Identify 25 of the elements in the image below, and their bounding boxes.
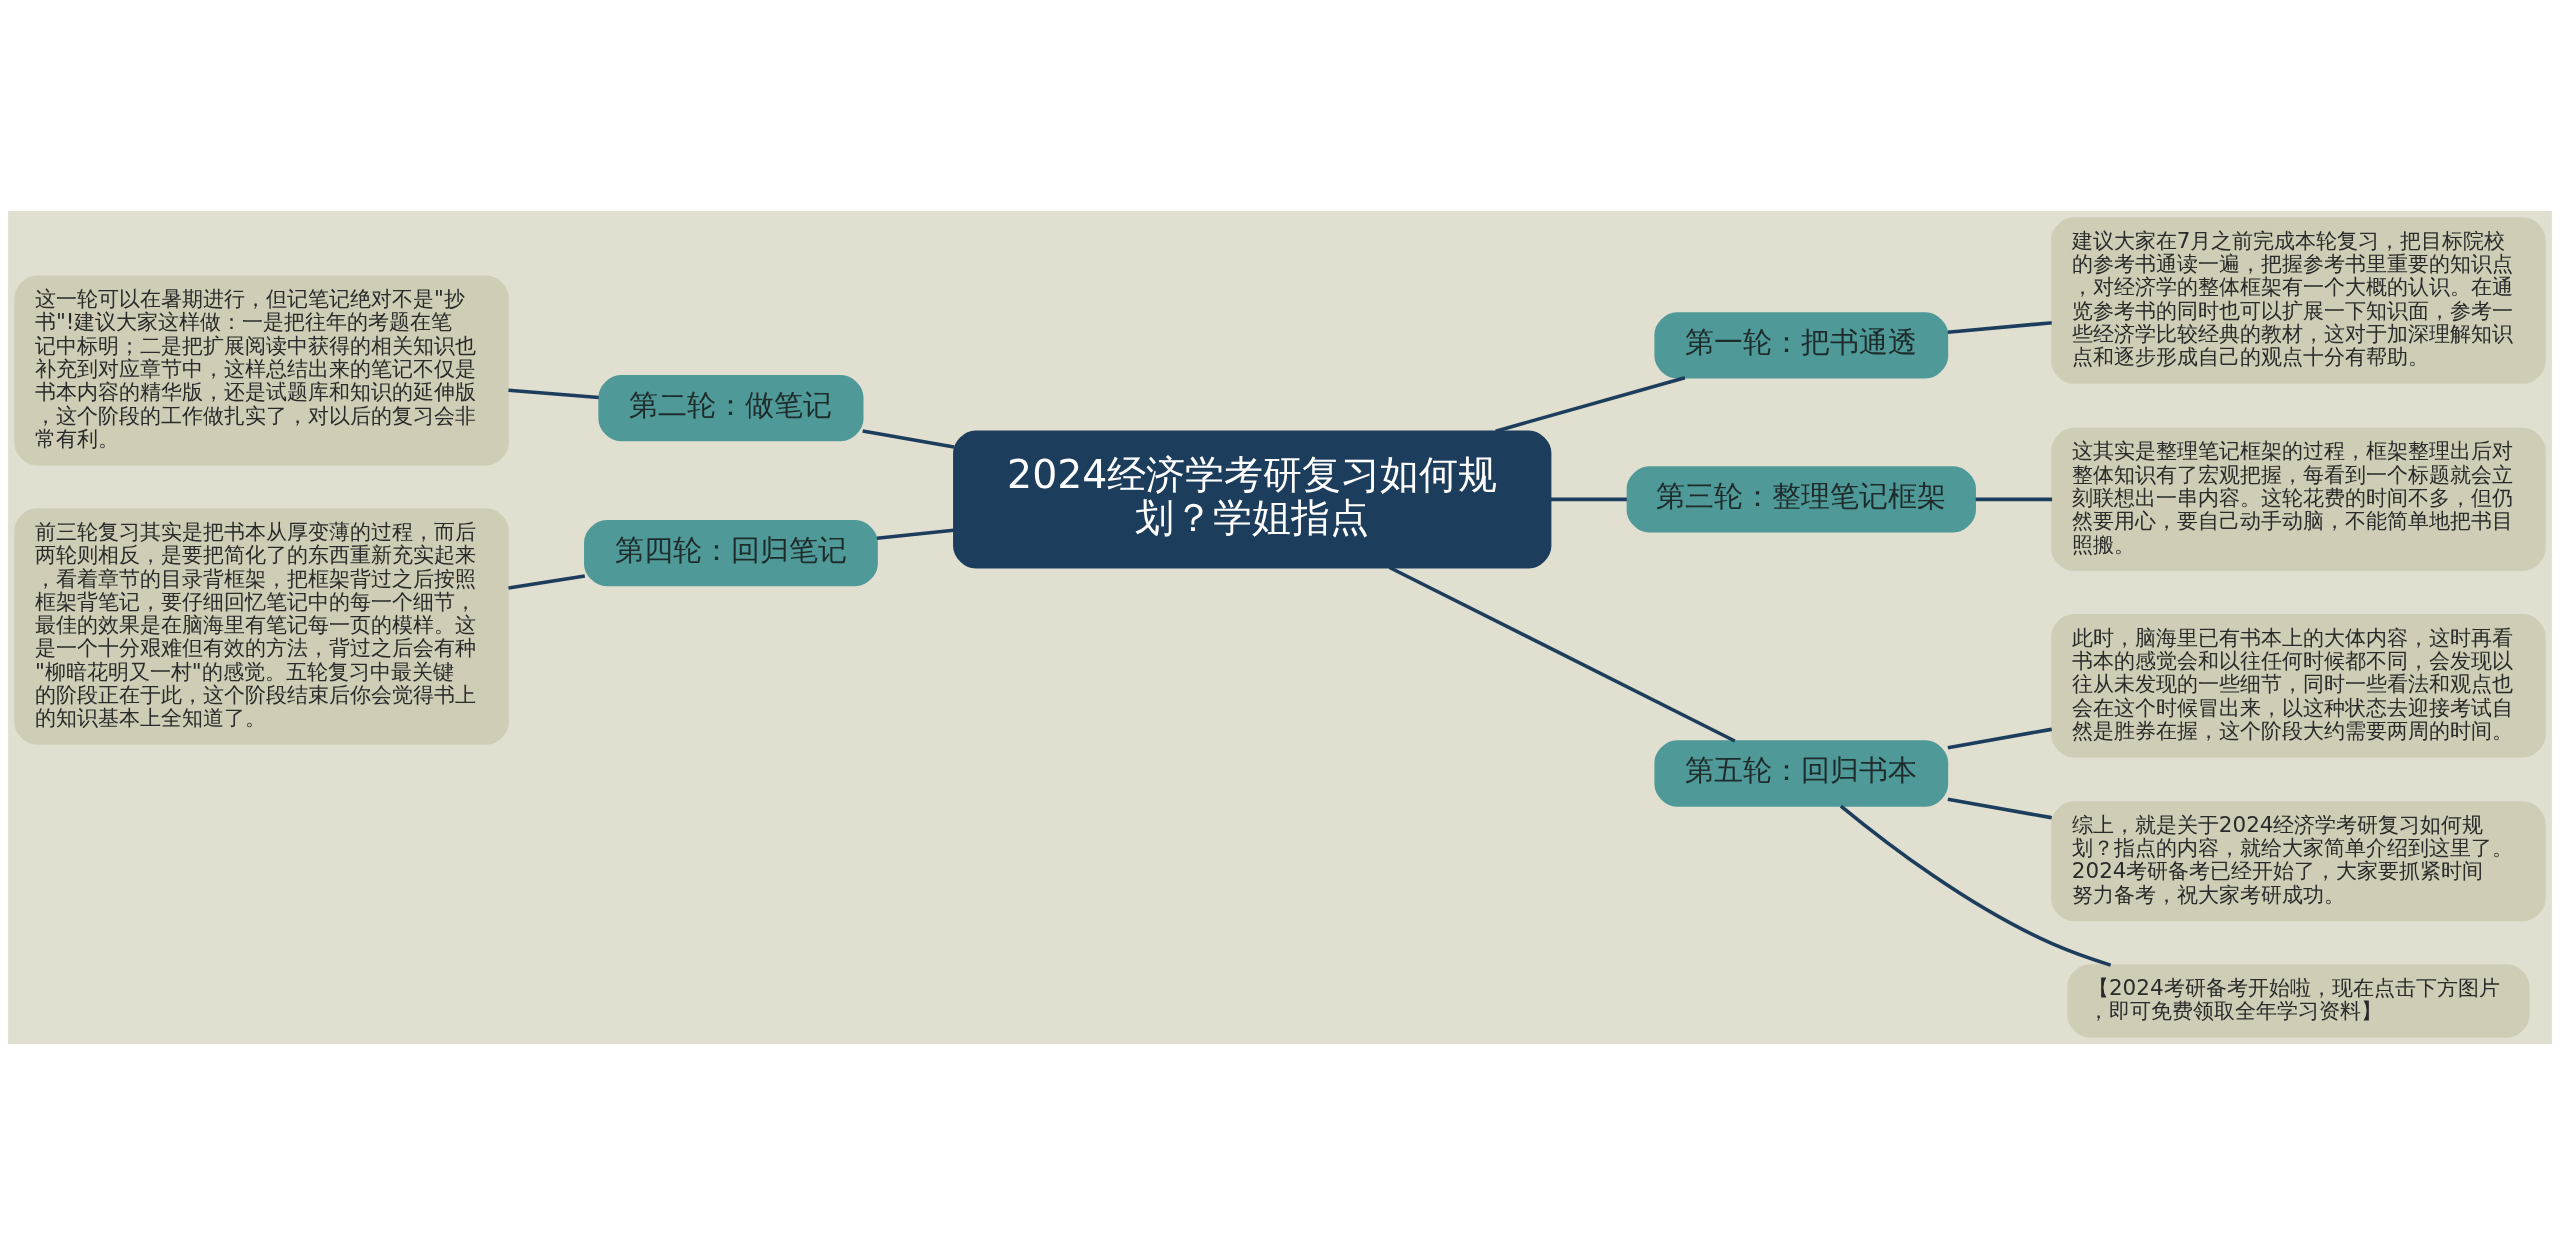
- node-box: 第四轮：回归笔记: [584, 519, 878, 586]
- connector: [1947, 796, 2053, 819]
- node-box: 【2024考研备考开始啦，现在点击下方图片，即可免费领取全年学习资料】: [2067, 963, 2530, 1038]
- connector: [1947, 320, 2052, 334]
- node-box: 第二轮：做笔记: [598, 374, 864, 441]
- node-box: 建议大家在7月之前完成本轮复习，把目标院校的参考书通读一遍，把握参考书里重要的知识点，对经济学的整体框架有一个大概的认识。在通览参考书的同时也可以扩展一下知识面，参考一些经济学比较经典的教材，这对于加深理解知识点和逐步形成自己的观点十分有帮助。: [2051, 216, 2546, 384]
- connector: [1975, 497, 2053, 501]
- connector: [876, 527, 954, 540]
- node-box: 第一轮：把书通透: [1654, 311, 1949, 378]
- node-box: 综上，就是关于2024经济学考研复习如何规划？指点的内容，就给大家简单介绍到这里了。2024考研备考已经开始了，大家要抓紧时间努力备考，祝大家考研成功。: [2051, 800, 2546, 921]
- node-box: 这一轮可以在暑期进行，但记笔记绝对不是"抄书"!建议大家这样做：一是把往年的考题在笔记中标明；二是把扩展阅读中获得的相关知识也补充到对应章节中，这样总结出来的笔记不仅是书本内容的精华版，还是试题库和知识的延伸版，这个阶段的工作做扎实了，对以后的复习会非常有利。: [14, 275, 509, 465]
- node-box: 2024经济学考研复习如何规划？学姐指点: [953, 429, 1552, 568]
- node-box: 此时，脑海里已有书本上的大体内容，这时再看书本的感觉会和以往任何时候都不同，会发现以往从未发现的一些细节，同时一些看法和观点也会在这个时候冒出来，以这种状态去迎接考试自然是胜券在握，这个阶段大约需要两周的时间。: [2051, 613, 2546, 757]
- node-box: 这其实是整理笔记框架的过程，框架整理出后对整体知识有了宏观把握，每看到一个标题就会立刻联想出一串内容。这轮花费的时间不多，但仍然要用心，要自己动手动脑，不能简单地把书目照搬。: [2051, 427, 2546, 571]
- connector: [1947, 727, 2053, 750]
- connector: [1550, 497, 1627, 501]
- connector: [1388, 565, 1736, 743]
- connector: [1839, 804, 2112, 967]
- connector: [508, 387, 599, 399]
- connector: [1495, 375, 1686, 433]
- node-box: 第五轮：回归书本: [1654, 739, 1949, 807]
- connector: [862, 428, 955, 449]
- node-box: 第三轮：整理笔记框架: [1626, 465, 1976, 533]
- node-box: 前三轮复习其实是把书本从厚变薄的过程，而后两轮则相反，是要把简化了的东西重新充实起来，看着章节的目录背框架，把框架背过之后按照框架背笔记，要仔细回忆笔记中的每一个细节，最佳的效果是在脑海里有笔记每一页的模样。这是一个十分艰难但有效的方法，背过之后会有种"柳暗花明又一村"的感觉。五轮复习中最关键的阶段正在于此，这个阶段结束后你会觉得书上的知识基本上全知道了。: [14, 507, 509, 745]
- connector: [508, 573, 586, 590]
